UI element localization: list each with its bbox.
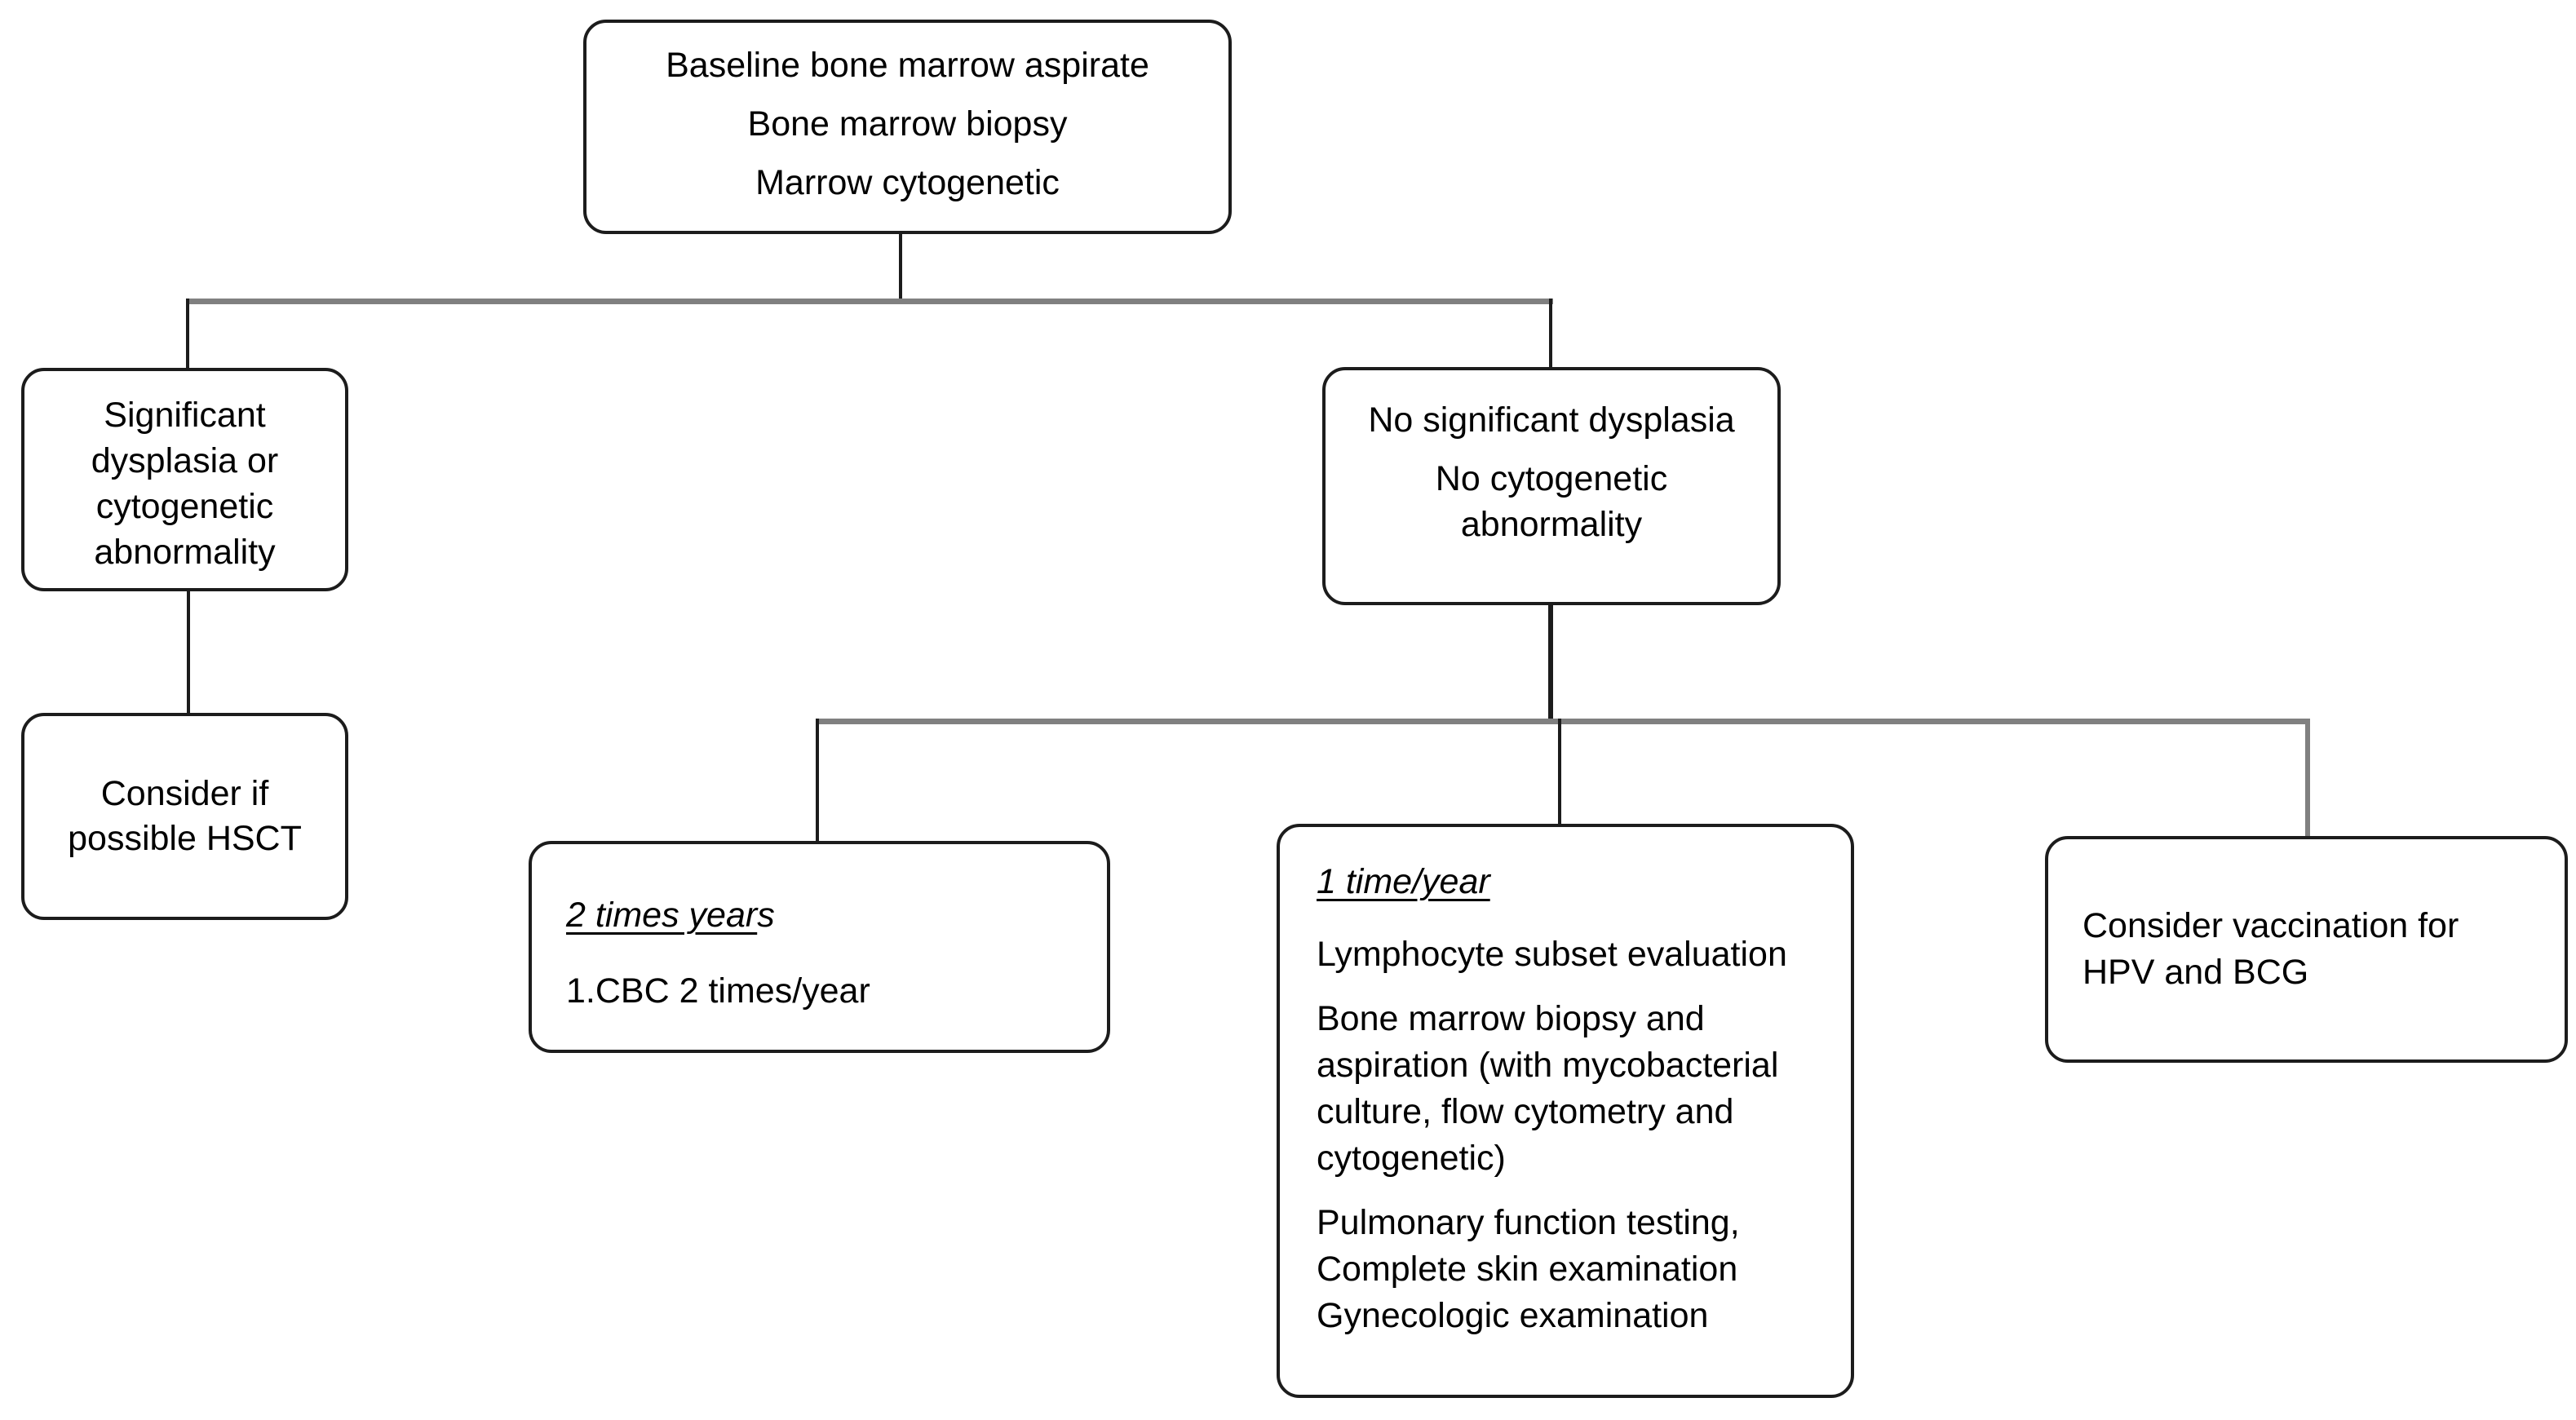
node-two-times-year: 2 times years 1.CBC 2 times/year bbox=[529, 841, 1110, 1053]
heading-underlined-text: 2 times year bbox=[566, 896, 758, 935]
node-text-line: No cytogenetic bbox=[1435, 459, 1668, 498]
connector-to-two-times-vertical bbox=[816, 719, 819, 844]
node-significant-dysplasia: Significant dysplasia or cytogenetic abn… bbox=[21, 368, 348, 591]
node-paragraph: 1.CBC 2 times/year bbox=[566, 968, 870, 1015]
node-text-line: Baseline bone marrow aspirate bbox=[666, 46, 1149, 85]
node-text-line: Consider vaccination for bbox=[2082, 906, 2459, 945]
node-text-line: 1.CBC 2 times/year bbox=[566, 971, 870, 1011]
frequency-heading: 2 times years bbox=[566, 895, 775, 936]
connector-to-hsct-vertical bbox=[187, 590, 190, 716]
heading-underlined-text: 1 time/year bbox=[1317, 862, 1490, 901]
node-paragraph: Bone marrow biopsy and aspiration (with … bbox=[1317, 996, 1778, 1182]
connector-to-vaccination-vertical bbox=[2305, 719, 2310, 839]
node-no-significant-dysplasia: No significant dysplasia No cytogenetic … bbox=[1322, 367, 1781, 605]
connector-from-no-dysplasia-vertical bbox=[1548, 604, 1553, 723]
node-text-line: Pulmonary function testing, bbox=[1317, 1203, 1740, 1242]
node-text-line: culture, flow cytometry and bbox=[1317, 1092, 1734, 1131]
node-text-line: cytogenetic bbox=[95, 487, 274, 526]
node-text-line: Lymphocyte subset evaluation bbox=[1317, 935, 1787, 974]
connector-level2-horizontal bbox=[816, 719, 2310, 724]
node-one-time-year: 1 time/year Lymphocyte subset evaluation… bbox=[1277, 824, 1854, 1398]
node-text-line: aspiration (with mycobacterial bbox=[1317, 1046, 1779, 1085]
node-text-line: abnormality bbox=[94, 533, 276, 572]
node-text-line: Marrow cytogenetic bbox=[755, 163, 1060, 202]
node-text-line: Gynecologic examination bbox=[1317, 1296, 1709, 1335]
node-baseline-bone-marrow: Baseline bone marrow aspirate Bone marro… bbox=[583, 20, 1232, 234]
node-text-line: HPV and BCG bbox=[2082, 953, 2309, 992]
node-text-line: possible HSCT bbox=[68, 819, 302, 858]
node-paragraph: Pulmonary function testing, Complete ski… bbox=[1317, 1200, 1740, 1339]
node-consider-vaccination: Consider vaccination for HPV and BCG bbox=[2045, 836, 2568, 1063]
node-text-line: abnormality bbox=[1460, 505, 1643, 544]
connector-to-one-time-vertical bbox=[1558, 719, 1561, 827]
node-text-line: Bone marrow biopsy and bbox=[1317, 999, 1705, 1038]
node-consider-hsct: Consider if possible HSCT bbox=[21, 713, 348, 920]
connector-level1-horizontal bbox=[186, 299, 1553, 304]
node-text-line: Bone marrow biopsy bbox=[747, 104, 1068, 144]
node-text-line: Complete skin examination bbox=[1317, 1250, 1738, 1289]
node-text-line: Significant bbox=[104, 396, 266, 435]
node-text-line: dysplasia or bbox=[91, 441, 279, 480]
heading-suffix-text: s bbox=[757, 896, 775, 935]
connector-to-no-dysplasia-vertical bbox=[1549, 299, 1552, 370]
node-text-line: No significant dysplasia bbox=[1368, 400, 1735, 440]
connector-to-dysplasia-vertical bbox=[186, 299, 189, 371]
node-text-line: Consider if bbox=[100, 774, 269, 813]
frequency-heading: 1 time/year bbox=[1317, 861, 1490, 902]
node-paragraph: Lymphocyte subset evaluation bbox=[1317, 931, 1787, 978]
node-text-line: cytogenetic) bbox=[1317, 1139, 1506, 1178]
connector-top-vertical bbox=[899, 234, 902, 302]
